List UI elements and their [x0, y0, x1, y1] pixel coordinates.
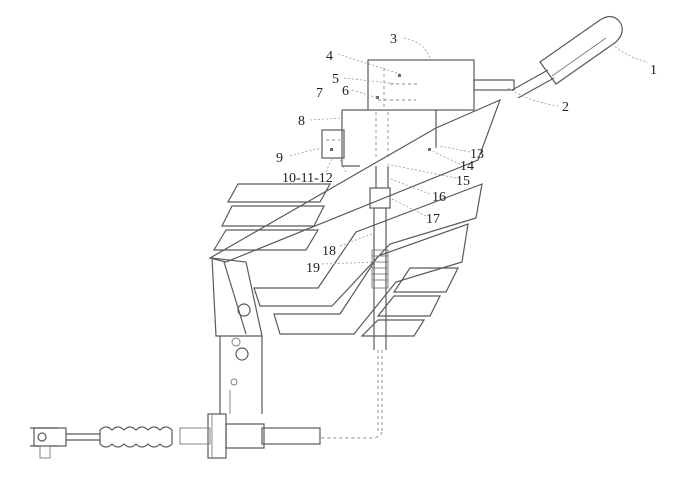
label-8: 8 — [298, 114, 305, 129]
label-10-11-12: 10-11-12 — [282, 171, 333, 186]
fork-end — [30, 427, 67, 459]
slanted-top-plate — [208, 98, 502, 263]
label-15: 15 — [456, 174, 470, 189]
label-19: 19 — [306, 261, 320, 276]
label-1: 1 — [650, 63, 657, 78]
label-13: 13 — [470, 147, 484, 162]
cable-assembly — [66, 413, 383, 459]
left-gate-slots — [212, 183, 332, 251]
lower-housing — [341, 109, 437, 167]
label-9: 9 — [276, 151, 283, 166]
right-gate-slots — [360, 267, 459, 337]
handle-shaft — [473, 79, 515, 91]
handle-grip — [511, 15, 623, 99]
upper-housing — [367, 59, 475, 111]
leader-lines — [289, 37, 649, 265]
label-5: 5 — [332, 72, 339, 87]
part-labels: 1 2 3 4 5 6 7 8 9 10-11-12 13 14 15 16 1… — [276, 32, 657, 276]
vertical-bracket — [219, 336, 263, 414]
label-17: 17 — [426, 212, 440, 227]
label-2: 2 — [562, 100, 569, 115]
label-7: 7 — [316, 86, 323, 101]
label-14: 14 — [460, 159, 474, 174]
label-4: 4 — [326, 49, 333, 64]
label-6: 6 — [342, 84, 349, 99]
label-16: 16 — [432, 190, 446, 205]
label-3: 3 — [390, 32, 397, 47]
side-block — [321, 129, 345, 159]
chevron-guide — [253, 183, 483, 335]
vertical-rod — [369, 166, 391, 432]
label-18: 18 — [322, 244, 336, 259]
